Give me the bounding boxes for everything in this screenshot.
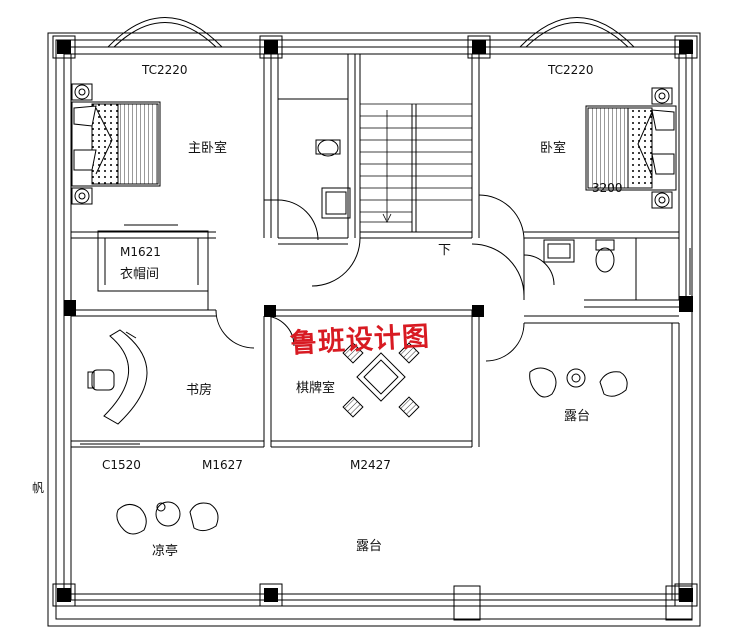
- bedroom-bed: [585, 87, 677, 209]
- door-swing-corr: [471, 243, 525, 297]
- terrace-chairs-bottom: [116, 501, 219, 535]
- terrace-chairs-right: [529, 367, 628, 398]
- cloakroom-wall: [97, 230, 209, 292]
- door-swing-stair-l: [311, 237, 361, 287]
- door-swing-study: [215, 309, 255, 349]
- code-dim-bedroom: 3200: [592, 181, 623, 195]
- label-chess-room: 棋牌室: [296, 380, 335, 396]
- outer-frame: [47, 32, 701, 627]
- code-door-chess: M2427: [350, 458, 391, 472]
- label-terrace-right: 露台: [564, 409, 590, 424]
- column-outlines: [52, 35, 698, 607]
- chess-table: [342, 342, 420, 418]
- bay-window-right-inner: [525, 22, 629, 48]
- bay-window-left: [107, 17, 223, 48]
- watermark: 鲁班设计图: [289, 321, 430, 359]
- label-master-bedroom: 主卧室: [188, 140, 227, 156]
- bay-window-right: [519, 17, 635, 48]
- label-terrace-bottom: 露台: [356, 539, 382, 554]
- stair-treads: [360, 103, 472, 223]
- bay-window-left-inner: [113, 22, 217, 48]
- code-window-tr: TC2220: [547, 63, 594, 77]
- label-cloakroom: 衣帽间: [120, 266, 159, 282]
- door-swing-wc: [277, 199, 319, 241]
- label-pavilion: 凉亭: [152, 543, 178, 559]
- code-door-cloak: M1621: [120, 245, 161, 259]
- rail-post-mid: [453, 585, 481, 621]
- wc-fixtures: [315, 139, 615, 273]
- stair-down-label: 下: [438, 243, 451, 258]
- door-swing-bedroom: [478, 194, 525, 241]
- wc-top-block: [277, 53, 349, 100]
- side-mark: 帆: [32, 480, 44, 495]
- rail-post-right: [665, 585, 693, 621]
- master-bed: [71, 83, 161, 205]
- label-bedroom: 卧室: [540, 140, 566, 156]
- door-swing-rwc: [523, 254, 555, 286]
- code-door-study: M1627: [202, 458, 243, 472]
- door-swing-terrace: [485, 322, 525, 362]
- code-window-tl: TC2220: [141, 63, 188, 77]
- label-study: 书房: [186, 382, 212, 398]
- code-window-study: C1520: [102, 458, 141, 472]
- outer-frame-inner: [55, 39, 693, 620]
- study-desk: [87, 329, 148, 425]
- structural-columns: [57, 40, 693, 602]
